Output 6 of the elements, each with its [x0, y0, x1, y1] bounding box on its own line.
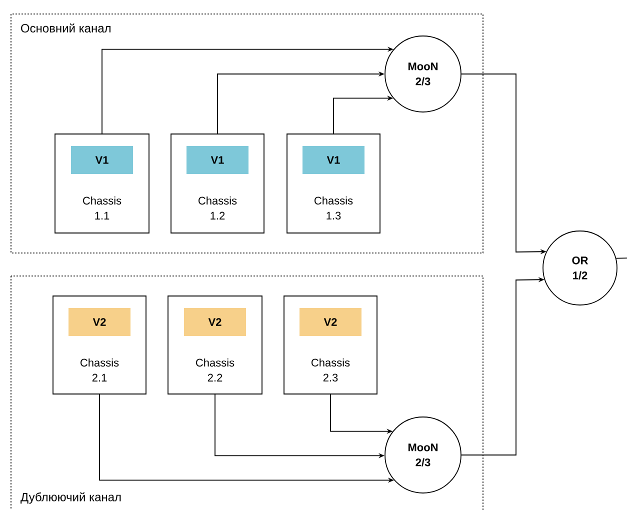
version-tag: V1 — [186, 146, 248, 174]
version-tag: V2 — [300, 308, 362, 336]
version-tag: V2 — [68, 308, 130, 336]
version-tag: V1 — [302, 146, 364, 174]
version-tag: V1 — [71, 146, 133, 174]
version-tag: V2 — [184, 308, 246, 336]
